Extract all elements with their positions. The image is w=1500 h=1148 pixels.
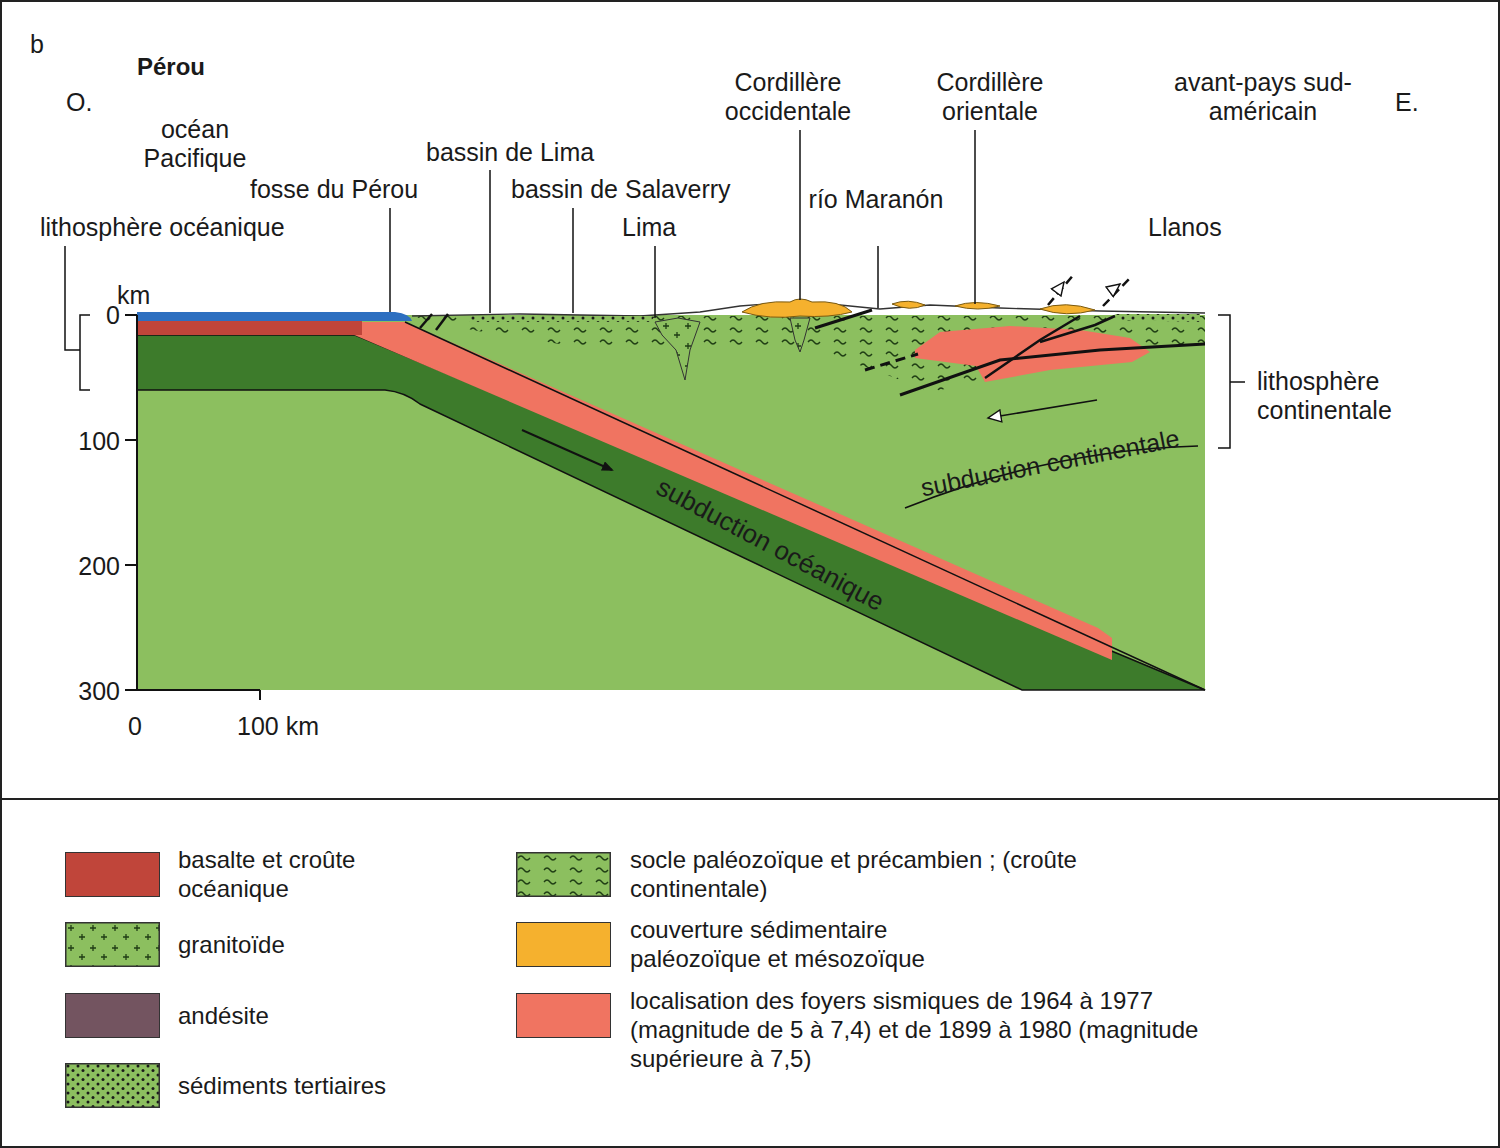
legend-text: sédiments tertiaires (178, 1072, 438, 1101)
label: b (30, 30, 44, 59)
label: lithosphère continentale (1257, 367, 1437, 425)
label: océan Pacifique (125, 115, 265, 173)
label: 300 (60, 677, 120, 706)
legend-text: andésite (178, 1002, 438, 1031)
label: subduction continentale (918, 424, 1181, 502)
legend-pattern-swatch (65, 1063, 160, 1108)
legend-text: localisation des foyers sismiques de 196… (630, 987, 1250, 1073)
label: Lima (622, 213, 676, 242)
label: E. (1395, 88, 1419, 117)
legend-pattern-swatch (65, 922, 160, 967)
label: subduction océanique (651, 472, 888, 617)
label: 0 (80, 301, 120, 330)
label: O. (66, 88, 92, 117)
legend-text: couverture sédimentaire paléozoïque et m… (630, 916, 1000, 974)
label: bassin de Lima (426, 138, 594, 167)
label: Cordillère occidentale (703, 68, 873, 126)
label: avant-pays sud-américain (1158, 68, 1368, 126)
label: Llanos (1148, 213, 1222, 242)
legend-text: basalte et croûte océanique (178, 846, 438, 904)
label: 100 km (237, 712, 319, 741)
label: 0 (128, 712, 142, 741)
legend-swatch (65, 852, 160, 897)
label: 200 (60, 552, 120, 581)
label: bassin de Salaverry (511, 175, 731, 204)
label: lithosphère océanique (40, 213, 285, 242)
legend-text: socle paléozoïque et précambien ; (croût… (630, 846, 1080, 904)
legend-swatch (516, 922, 611, 967)
legend-text: granitoïde (178, 931, 438, 960)
label: río Maranón (806, 185, 946, 214)
legend-swatch (65, 993, 160, 1038)
label: fosse du Pérou (250, 175, 418, 204)
label: 100 (60, 427, 120, 456)
label: Pérou (137, 53, 205, 81)
legend-swatch (516, 993, 611, 1038)
label: km (117, 281, 150, 310)
label: Cordillère orientale (915, 68, 1065, 126)
legend-pattern-swatch (516, 852, 611, 897)
